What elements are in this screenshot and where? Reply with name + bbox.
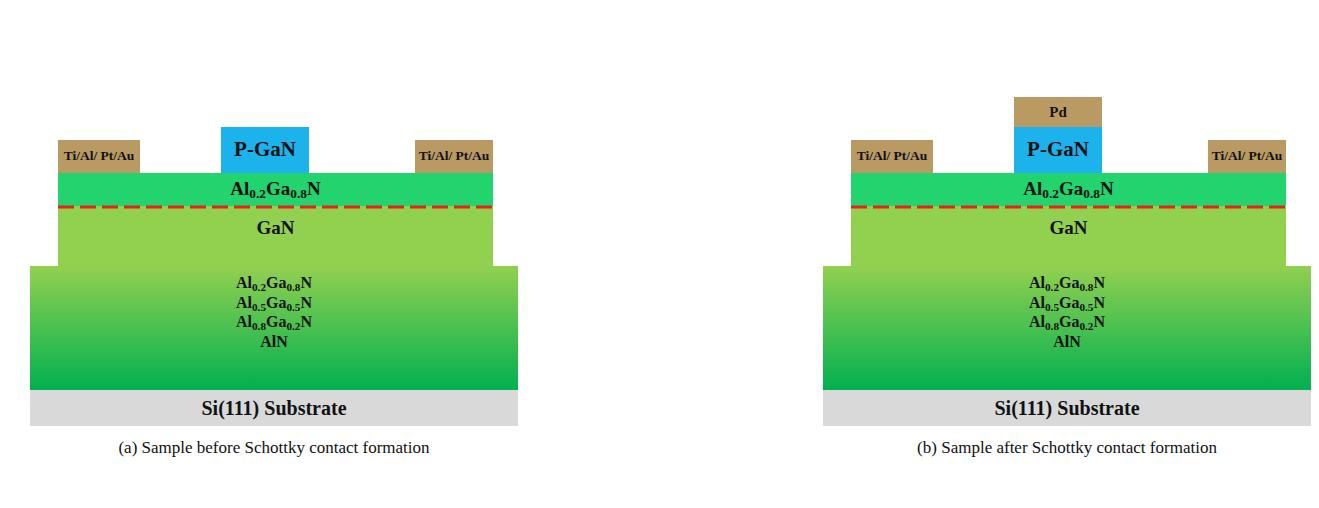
barrier-layer: Al0.2Ga0.8N (851, 173, 1286, 206)
layer-label: Al0.2Ga0.8N (1029, 274, 1105, 292)
schottky-contact: Pd (1014, 97, 1102, 127)
buffer-stack: Al0.2Ga0.8N Al0.5Ga0.5NAl0.8Ga0.2N AlN (30, 266, 518, 390)
layer-label: Ti/Al/ Pt/Au (64, 149, 135, 164)
p-gan-layer: P-GaN (221, 127, 309, 173)
panel-caption: (b) Sample after Schottky contact format… (917, 438, 1217, 458)
buffer-stack: Al0.2Ga0.8N Al0.5Ga0.5NAl0.8Ga0.2N AlN (823, 266, 1311, 390)
layer-label: Al0.2Ga0.8N (236, 274, 312, 292)
substrate: Si(111) Substrate (823, 390, 1311, 426)
layer-label: Pd (1049, 104, 1067, 121)
layer-label: Al0.2Ga0.8N (1023, 179, 1113, 200)
ohmic-contact: Ti/Al/ Pt/Au (415, 140, 493, 173)
layer-label: AlN (1053, 333, 1081, 351)
layer-label: P-GaN (234, 138, 296, 161)
layer-label: Al0.8Ga0.2N (236, 313, 312, 331)
channel-layer: GaN (58, 206, 493, 266)
p-gan-layer: P-GaN (1014, 127, 1102, 173)
panel-caption: (a) Sample before Schottky contact forma… (118, 438, 429, 458)
layer-label: Si(111) Substrate (201, 397, 346, 419)
layer-label: GaN (1050, 218, 1088, 239)
ohmic-contact: Ti/Al/ Pt/Au (851, 140, 933, 173)
layer-label: AlN (260, 333, 288, 351)
channel-layer: GaN (851, 206, 1286, 266)
layer-label: Ti/Al/ Pt/Au (419, 149, 490, 164)
ohmic-contact: Ti/Al/ Pt/Au (58, 140, 140, 173)
layer-label: Al0.5Ga0.5N (1029, 294, 1105, 312)
substrate: Si(111) Substrate (30, 390, 518, 426)
ohmic-contact: Ti/Al/ Pt/Au (1208, 140, 1286, 173)
layer-label: P-GaN (1027, 138, 1089, 161)
layer-label: Al0.5Ga0.5N (236, 294, 312, 312)
layer-label: Ti/Al/ Pt/Au (1212, 149, 1283, 164)
layer-label: GaN (257, 218, 295, 239)
layer-label: Al0.8Ga0.2N (1029, 313, 1105, 331)
layer-label: Ti/Al/ Pt/Au (857, 149, 928, 164)
barrier-layer: Al0.2Ga0.8N (58, 173, 493, 206)
layer-label: Si(111) Substrate (994, 397, 1139, 419)
layer-label: Al0.2Ga0.8N (230, 179, 320, 200)
